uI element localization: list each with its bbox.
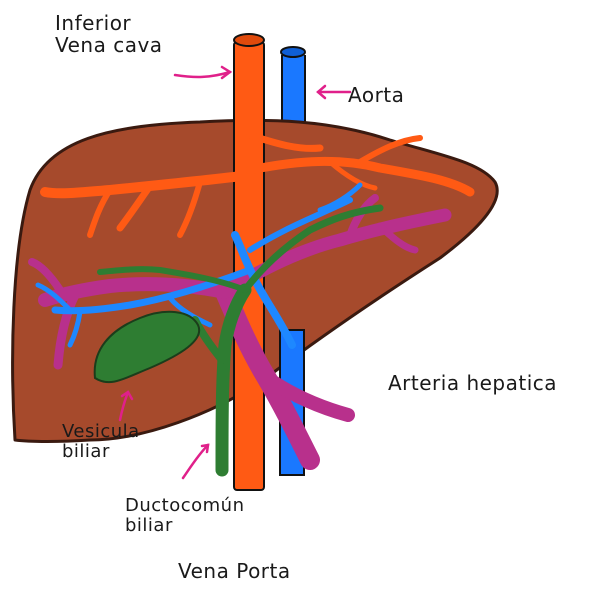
label-hepatic-artery: Arteria hepatica (388, 372, 557, 394)
label-cbd-line2: biliar (125, 516, 245, 536)
label-common-bile-duct: Ductocomún biliar (125, 496, 245, 536)
label-inferior-vena-cava: Inferior Vena cava (55, 12, 163, 56)
label-aorta: Aorta (348, 84, 404, 106)
label-gallbladder-line1: Vesicula (62, 422, 140, 442)
label-gallbladder-line2: biliar (62, 442, 140, 462)
label-cbd-line1: Ductocomún (125, 496, 245, 516)
label-ivc-line1: Inferior (55, 12, 163, 34)
label-portal-vein: Vena Porta (178, 560, 291, 582)
label-gallbladder: Vesicula biliar (62, 422, 140, 462)
label-ivc-line2: Vena cava (55, 34, 163, 56)
